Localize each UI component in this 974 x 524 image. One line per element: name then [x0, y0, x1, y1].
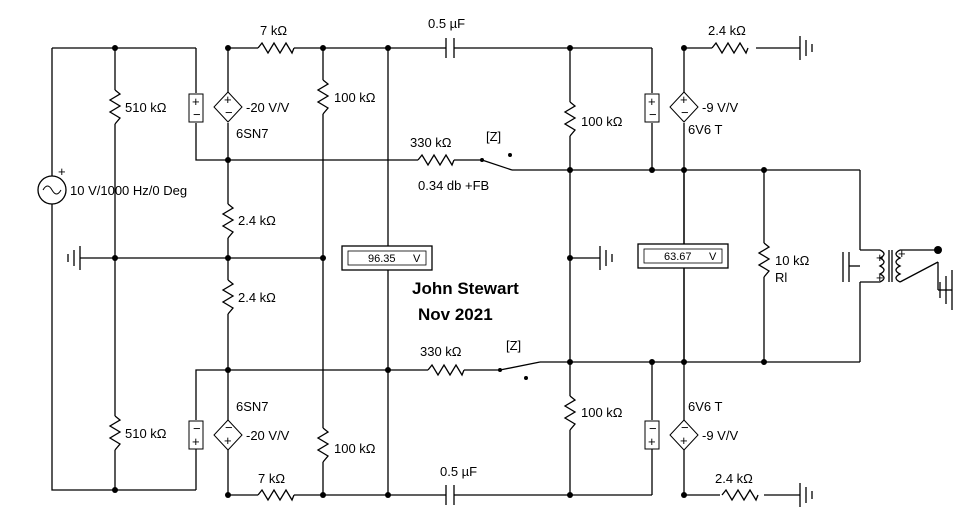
- vcvs-icon: + − + −: [644, 91, 699, 123]
- ground-icon: [799, 483, 813, 507]
- svg-text:−: −: [681, 105, 689, 120]
- vcvs-top-left-gain: -20 V/V: [246, 100, 290, 115]
- vcvs-bot-right-gain: -9 V/V: [702, 428, 738, 443]
- r-grid-bot-label: 510 kΩ: [125, 426, 167, 441]
- r-cathode-lower-label: 2.4 kΩ: [238, 290, 276, 305]
- resistor-icon: [721, 488, 759, 502]
- svg-text:+: +: [648, 434, 656, 449]
- r-load-value-label: 10 kΩ: [775, 253, 810, 268]
- r-load-name-label: Rl: [775, 270, 787, 285]
- svg-text:+: +: [58, 164, 66, 179]
- resistor-icon: [316, 427, 330, 463]
- r-cathode-upper-label: 2.4 kΩ: [238, 213, 276, 228]
- resistor-icon: [427, 363, 465, 377]
- tube-left-bot-label: 6SN7: [236, 399, 269, 414]
- ground-icon: [938, 270, 953, 310]
- meter-left-unit: V: [413, 253, 421, 265]
- resistor-icon: [757, 242, 771, 278]
- resistor-icon: [221, 203, 235, 239]
- svg-text:+: +: [224, 433, 232, 448]
- c-bot-label: 0.5 µF: [440, 464, 477, 479]
- ac-source-icon: +: [37, 164, 67, 205]
- source-label: 10 V/1000 Hz/0 Deg: [70, 183, 187, 198]
- top-switch[interactable]: [Z]: [454, 129, 513, 171]
- tube-right-top-label: 6V6 T: [688, 122, 723, 137]
- voltmeter-left: 96.35 V: [341, 245, 433, 271]
- capacitor-icon: [440, 483, 460, 507]
- wires: [51, 47, 939, 496]
- tube-right-bot-label: 6V6 T: [688, 399, 723, 414]
- resistor-icon: [316, 79, 330, 115]
- r-grid2-top-label: 100 kΩ: [581, 114, 623, 129]
- vcvs-icon: + − + −: [188, 91, 243, 123]
- svg-text:+: +: [680, 433, 688, 448]
- r-bot-left-series-label: 7 kΩ: [258, 471, 285, 486]
- resistor-icon: [563, 101, 577, 137]
- resistor-icon: [711, 41, 749, 55]
- tube-left-top-label: 6SN7: [236, 126, 269, 141]
- meter-right-unit: V: [709, 251, 717, 263]
- ground-icon: [67, 246, 81, 270]
- resistor-icon: [417, 153, 455, 167]
- r-fb-top-label: 330 kΩ: [410, 135, 452, 150]
- vcvs-icon: − + − +: [644, 419, 699, 451]
- resistor-icon: [563, 395, 577, 431]
- svg-text:−: −: [649, 107, 657, 122]
- svg-text:−: −: [193, 421, 201, 436]
- vcvs-bot-left-gain: -20 V/V: [246, 428, 290, 443]
- resistor-icon: [257, 41, 295, 55]
- r-grid2-bot-label: 100 kΩ: [581, 405, 623, 420]
- svg-text:−: −: [649, 421, 657, 436]
- meter-left-value: 96.35: [368, 253, 396, 265]
- c-top-label: 0.5 µF: [428, 16, 465, 31]
- fb-note: 0.34 db +FB: [418, 178, 489, 193]
- transformer-icon: + + +: [842, 246, 939, 285]
- svg-text:+: +: [898, 246, 906, 261]
- svg-text:−: −: [225, 420, 233, 435]
- bottom-switch-key: [Z]: [506, 338, 521, 353]
- junction-dots: [112, 45, 942, 498]
- svg-text:−: −: [225, 105, 233, 120]
- svg-text:+: +: [876, 270, 884, 285]
- r-top-load-label: 100 kΩ: [334, 90, 376, 105]
- ground-icon: [599, 246, 613, 270]
- vcvs-top-right-gain: -9 V/V: [702, 100, 738, 115]
- ground-icon: [799, 36, 813, 60]
- svg-text:−: −: [681, 420, 689, 435]
- r-grid-top-label: 510 kΩ: [125, 100, 167, 115]
- r-bot-load-label: 100 kΩ: [334, 441, 376, 456]
- top-switch-key: [Z]: [486, 129, 501, 144]
- resistor-icon: [221, 279, 235, 315]
- r-out-top-label: 2.4 kΩ: [708, 23, 746, 38]
- r-fb-bot-label: 330 kΩ: [420, 344, 462, 359]
- bottom-switch[interactable]: [Z]: [464, 338, 541, 380]
- r-top-left-series-label: 7 kΩ: [260, 23, 287, 38]
- svg-text:+: +: [192, 434, 200, 449]
- date-label: Nov 2021: [418, 305, 493, 324]
- resistor-icon: [108, 415, 122, 451]
- r-out-bot-label: 2.4 kΩ: [715, 471, 753, 486]
- svg-text:+: +: [192, 94, 200, 109]
- resistor-icon: [108, 89, 122, 125]
- svg-text:+: +: [876, 250, 884, 265]
- vcvs-icon: − + − +: [188, 419, 243, 451]
- svg-text:+: +: [680, 92, 688, 107]
- voltmeter-right: 63.67 V: [637, 243, 729, 269]
- svg-text:+: +: [648, 94, 656, 109]
- author-label: John Stewart: [412, 279, 519, 298]
- capacitor-icon: [440, 36, 460, 60]
- meter-right-value: 63.67: [664, 251, 692, 263]
- svg-text:+: +: [224, 92, 232, 107]
- svg-text:−: −: [193, 107, 201, 122]
- resistor-icon: [257, 488, 295, 502]
